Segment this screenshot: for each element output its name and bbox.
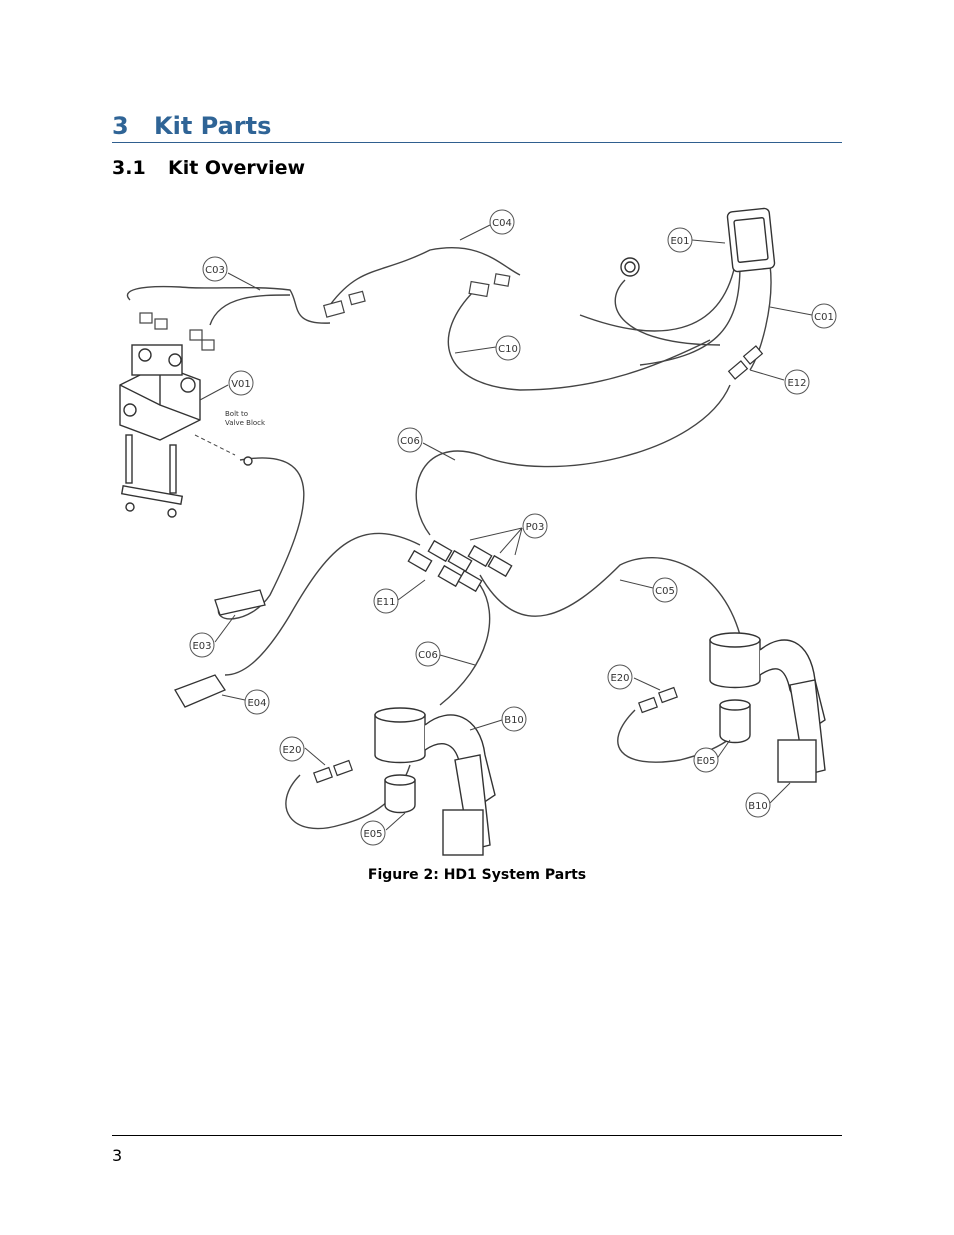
valve-block-v01 <box>119 344 253 518</box>
callout-e05-right: E05 <box>696 756 715 767</box>
callout-e11: E11 <box>376 597 395 608</box>
figure-caption: Figure 2: HD1 System Parts <box>367 867 587 883</box>
page-number: 3 <box>112 1146 123 1165</box>
callout-e12: E12 <box>787 378 806 389</box>
callout-c01: C01 <box>814 312 834 323</box>
callout-c03: C03 <box>205 265 225 276</box>
bolt-note-line1: Bolt to <box>225 410 248 418</box>
subsection-number: 3.1 <box>112 157 146 179</box>
bolt-note-line2: Valve Block <box>225 419 266 427</box>
callout-e04: E04 <box>247 698 266 709</box>
callout-c05: C05 <box>655 586 675 597</box>
callout-e20-right: E20 <box>610 673 629 684</box>
callout-e20-left: E20 <box>282 745 301 756</box>
harness-c10 <box>447 289 711 391</box>
subsection-title: Kit Overview <box>168 157 306 179</box>
section-heading: 3 Kit Parts <box>112 110 842 143</box>
sensor-assembly-left <box>374 707 496 856</box>
display-unit-e01 <box>620 207 776 277</box>
callout-c04: C04 <box>492 218 512 229</box>
section-title: Kit Parts <box>154 112 272 140</box>
harness-c03 <box>126 285 331 324</box>
callout-c06-lower: C06 <box>418 650 438 661</box>
section-number: 3 <box>112 112 129 140</box>
callout-b10-left: B10 <box>504 715 524 726</box>
callout-c10: C10 <box>498 344 518 355</box>
sensor-assembly-right <box>709 632 826 783</box>
connector-cluster-p03 <box>407 539 513 593</box>
sensor-e04 <box>174 674 226 708</box>
callout-v01: V01 <box>231 379 251 390</box>
callout-e03: E03 <box>192 641 211 652</box>
harness-c04 <box>329 247 521 306</box>
callout-p03: P03 <box>526 522 545 533</box>
callout-c06: C06 <box>400 436 420 447</box>
callout-e01: E01 <box>670 236 689 247</box>
callout-e05-left: E05 <box>363 829 382 840</box>
callout-b10-right: B10 <box>748 801 768 812</box>
harness-c06 <box>415 384 731 536</box>
harness-c05 <box>479 557 741 636</box>
footer-rule <box>112 1135 842 1136</box>
parts-diagram: C04 E01 C03 C01 C10 V01 E12 C06 P03 E11 … <box>119 207 837 856</box>
sensor-e03 <box>214 589 266 616</box>
